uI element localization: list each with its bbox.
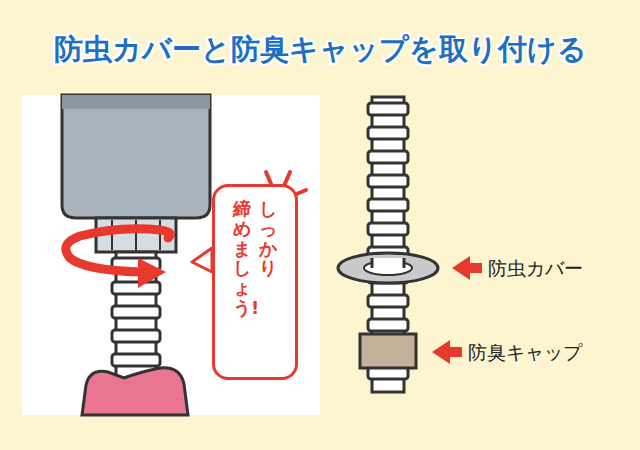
hose-through — [372, 258, 404, 268]
insect-cover — [338, 253, 438, 283]
hose-ridge — [368, 103, 408, 115]
nut-line — [111, 220, 113, 250]
title: 防虫カバーと防臭キャップを取り付ける — [0, 30, 640, 70]
part-label: 防虫カバー — [488, 256, 583, 282]
hose-ridge — [112, 354, 160, 366]
nut-line — [159, 220, 161, 250]
hose-ridge — [112, 306, 160, 318]
rotate-arrow — [66, 229, 170, 272]
hose-ridge — [368, 127, 408, 139]
arrow-head — [138, 258, 166, 288]
hose-ridge — [368, 223, 408, 235]
pointer-arrow — [452, 256, 482, 280]
hose-ridge — [368, 175, 408, 187]
pointer-arrow — [432, 340, 462, 364]
bubble-text: しっかり — [259, 199, 277, 365]
hose-ridge — [112, 282, 160, 294]
hose-ridge — [368, 295, 408, 307]
hose-edge — [371, 258, 374, 268]
hose-ridge — [112, 330, 160, 342]
speech-bubble: しっかり締めましょう! — [212, 184, 298, 380]
odor-cap — [360, 334, 416, 368]
hose-edge — [403, 258, 406, 268]
faucet-body — [62, 95, 210, 218]
bubble-tail — [192, 248, 212, 272]
bubble-text: 締めましょう! — [233, 199, 251, 365]
hose-ridge — [368, 199, 408, 211]
faucet-band — [62, 95, 210, 109]
hose-ridge — [368, 151, 408, 163]
glove — [82, 368, 188, 415]
panel — [22, 95, 320, 415]
part-label: 防臭キャップ — [468, 340, 582, 366]
hose-ridge — [368, 319, 408, 331]
